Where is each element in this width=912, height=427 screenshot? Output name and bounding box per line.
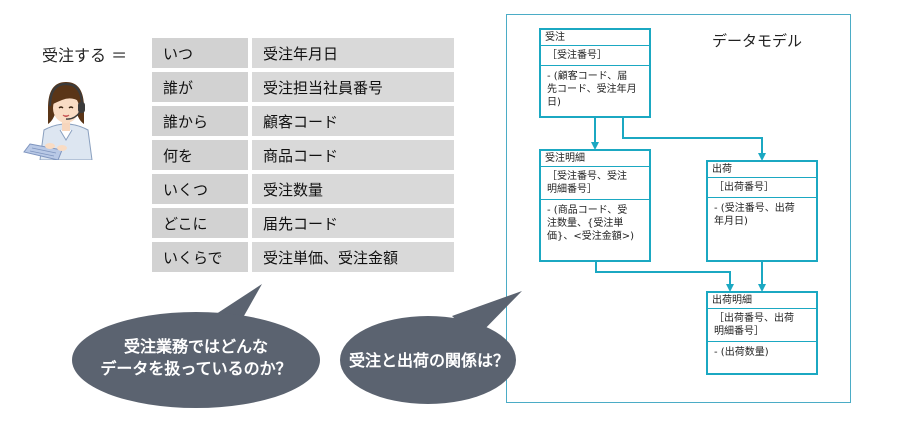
entity-order-key: ［受注番号］	[541, 46, 649, 66]
question-row: どこに届先コード	[152, 208, 454, 242]
speech-bubble-right	[340, 291, 522, 404]
page-title: 受注する ＝	[42, 46, 128, 65]
entity-order-detail-key: ［受注番号、受注 明細番号］	[541, 167, 649, 200]
entity-order-attributes: - (顧客コード、届 先コード、受注年月 日)	[547, 71, 637, 108]
operator-illustration	[23, 82, 93, 160]
data-model-title: データモデル	[712, 32, 803, 50]
answer-cell: 受注数量	[252, 174, 454, 208]
entity-order-detail: 受注明細 ［受注番号、受注 明細番号］ - (商品コード、受 注数量、{受注単 …	[539, 149, 651, 262]
question-cell: 誰から	[152, 106, 252, 140]
answer-cell: 受注担当社員番号	[252, 72, 454, 106]
entity-shipment-attributes: - (受注番号、出荷 年月日)	[714, 203, 795, 227]
question-cell: 誰が	[152, 72, 252, 106]
question-row: 誰が受注担当社員番号	[152, 72, 454, 106]
answer-cell: 商品コード	[252, 140, 454, 174]
speech-bubble-left-text: 受注業務ではどんな データを扱っているのか？	[100, 337, 292, 378]
question-cell: 何を	[152, 140, 252, 174]
entity-shipment-name: 出荷	[708, 162, 816, 178]
speech-bubble-right-text: 受注と出荷の関係は？	[348, 351, 509, 370]
entity-shipment-detail-name: 出荷明細	[708, 293, 816, 309]
question-row: 誰から顧客コード	[152, 106, 454, 140]
entity-order-detail-attributes: - (商品コード、受 注数量、{受注単 価}、<受注金額>)	[547, 205, 635, 242]
entity-shipment-detail-attributes: - (出荷数量)	[714, 347, 769, 358]
question-cell: どこに	[152, 208, 252, 242]
answer-cell: 顧客コード	[252, 106, 454, 140]
question-table: いつ受注年月日誰が受注担当社員番号誰から顧客コード何を商品コードいくつ受注数量ど…	[152, 38, 454, 276]
data-model-frame	[506, 14, 851, 403]
question-cell: いつ	[152, 38, 252, 72]
answer-cell: 届先コード	[252, 208, 454, 242]
entity-order-detail-name: 受注明細	[541, 151, 649, 167]
entity-shipment-detail-key: ［出荷番号、出荷 明細番号］	[708, 309, 816, 342]
entity-order-name: 受注	[541, 30, 649, 46]
answer-cell: 受注単価、受注金額	[252, 242, 454, 276]
question-cell: いくつ	[152, 174, 252, 208]
entity-order: 受注 ［受注番号］ - (顧客コード、届 先コード、受注年月 日)	[539, 28, 651, 118]
question-row: いくつ受注数量	[152, 174, 454, 208]
question-row: いつ受注年月日	[152, 38, 454, 72]
question-row: いくらで受注単価、受注金額	[152, 242, 454, 276]
entity-shipment-key: ［出荷番号］	[708, 178, 816, 198]
answer-cell: 受注年月日	[252, 38, 454, 72]
entity-shipment-detail: 出荷明細 ［出荷番号、出荷 明細番号］ - (出荷数量)	[706, 291, 818, 375]
entity-shipment: 出荷 ［出荷番号］ - (受注番号、出荷 年月日)	[706, 160, 818, 262]
question-row: 何を商品コード	[152, 140, 454, 174]
question-cell: いくらで	[152, 242, 252, 276]
